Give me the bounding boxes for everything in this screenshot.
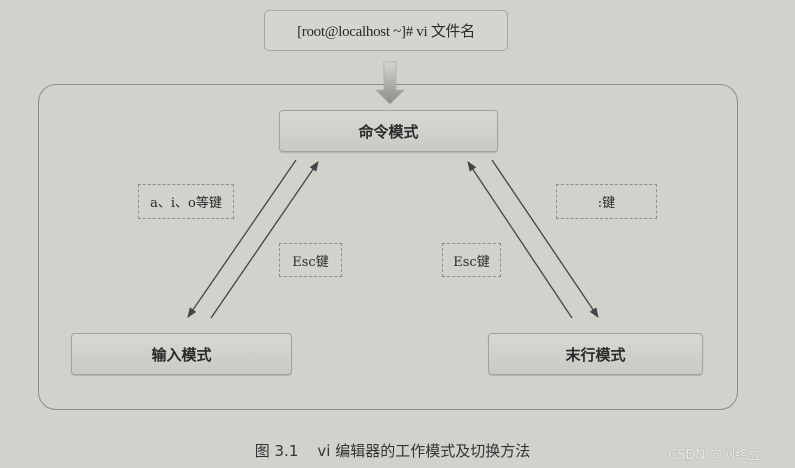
key-label-esc-left: Esc键 [279,243,342,277]
key-label-esc-right: Esc键 [442,243,501,277]
figure-caption: 图 3.1 vi 编辑器的工作模式及切换方法 [254,442,531,460]
down-arrow-icon [375,61,405,105]
arrow-lastline-to-command [467,161,573,319]
command-line-box: [root@localhost ~]# vi 文件名 [264,10,508,51]
arrow-command-to-insert [187,159,297,318]
watermark: CSDN @网络豆 [668,448,762,463]
arrow-insert-to-command [210,161,319,319]
insert-mode-box: 输入模式 [71,333,292,375]
key-label-aio: a、i、o等键 [138,184,234,219]
last-line-mode-box: 末行模式 [488,333,703,375]
key-label-colon: :键 [556,184,657,219]
command-mode-box: 命令模式 [279,110,498,152]
arrow-command-to-lastline [491,159,599,318]
